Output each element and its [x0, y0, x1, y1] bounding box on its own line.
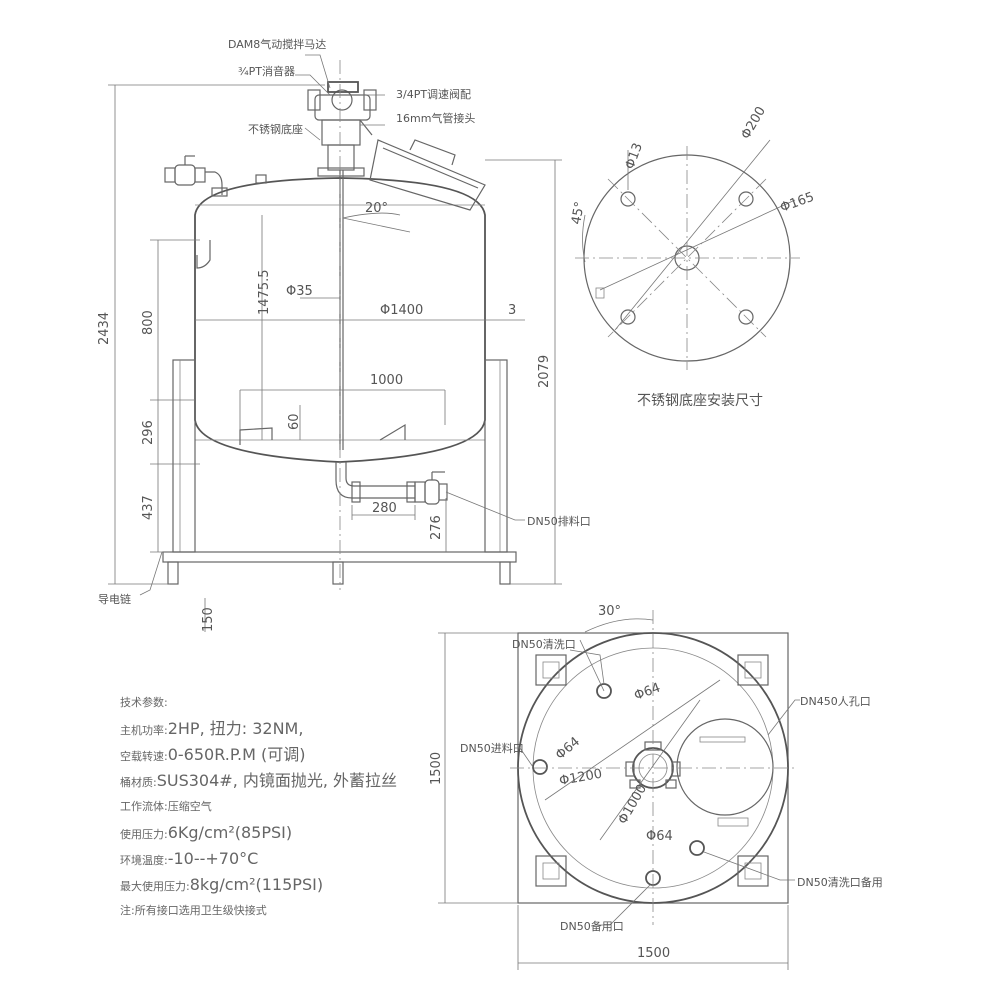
top-width: 1500 [637, 946, 670, 961]
front-dimensions [108, 84, 562, 632]
label-motor: DAM8气动搅拌马达 [228, 37, 326, 51]
top-port-dim-3: Φ64 [646, 829, 673, 844]
top-height: 1500 [429, 752, 444, 785]
front-view: DAM8气动搅拌马达 ¾PT消音器 3/4PT调速阀配 16mm气管接头 不锈钢… [97, 37, 591, 632]
base-view: 不锈钢底座安装尺寸 Φ13 Φ200 Φ165 45° [569, 104, 816, 409]
base-angle-dim: 45° [569, 200, 588, 225]
dim-pipe-h: 276 [429, 515, 444, 540]
spec-row: 使用压力:6Kg/cm²(85PSI) [120, 823, 293, 842]
base-hole-2 [738, 191, 754, 207]
port-clean-spare [689, 840, 705, 856]
dim-total-height: 2434 [97, 312, 112, 345]
dim-800: 800 [141, 310, 156, 335]
dim-437: 437 [141, 495, 156, 520]
dim-wall: 3 [508, 303, 516, 318]
top-view: DN50清洗口 DN450人孔口 DN50进料口 DN50清洗口备用 DN50备… [429, 604, 883, 970]
impeller-left [239, 427, 273, 445]
tank-legs [162, 359, 517, 585]
corner-pads [535, 654, 769, 887]
label-manhole: DN450人孔口 [800, 695, 871, 708]
tech-specs: 技术参数: 主机功率:2HP, 扭力: 32NM, 空载转速:0-650R.P.… [120, 690, 420, 924]
base-hole-1 [620, 191, 636, 207]
dim-60: 60 [287, 413, 302, 430]
top-angle: 30° [598, 604, 621, 619]
base-hole-dim: Φ13 [623, 141, 646, 171]
top-manhole [676, 718, 774, 816]
spec-row: 注:所有接口选用卫生级快接式 [120, 904, 267, 917]
spec-row: 主机功率:2HP, 扭力: 32NM, [120, 719, 304, 738]
front-leaders [139, 54, 525, 596]
label-muffler: ¾PT消音器 [238, 64, 295, 78]
dim-tank-dia: Φ1400 [380, 303, 423, 318]
top-port-dim-2: Φ64 [553, 734, 583, 763]
dim-blade: 1000 [370, 373, 403, 388]
spec-row: 最大使用压力:8kg/cm²(115PSI) [120, 875, 324, 894]
label-ground: 导电链 [98, 592, 131, 606]
impeller-right [379, 423, 406, 441]
top-leaders [515, 649, 800, 926]
base-title: 不锈钢底座安装尺寸 [637, 393, 763, 409]
label-spare: DN50备用口 [560, 919, 624, 933]
dim-296: 296 [141, 420, 156, 445]
manhole [369, 139, 486, 211]
base-hole-4 [738, 309, 754, 325]
label-inlet: DN50进料口 [460, 741, 524, 755]
air-motor [307, 81, 377, 177]
label-base: 不锈钢底座 [248, 122, 303, 136]
label-clean-spare: DN50清洗口备用 [797, 875, 883, 889]
label-hose: 16mm气管接头 [396, 111, 475, 125]
dim-shaft-dia: Φ35 [286, 284, 313, 299]
label-valve: 3/4PT调速阀配 [396, 87, 471, 101]
base-hole-3 [620, 309, 636, 325]
top-dia-1000: Φ1000 [615, 782, 650, 827]
spec-row: 空载转速:0-650R.P.M (可调) [120, 745, 306, 764]
dim-pipe-len: 280 [372, 501, 397, 516]
spec-title: 技术参数: [120, 696, 168, 709]
spec-row: 环境温度:-10--+70°C [120, 849, 259, 868]
spec-row: 工作流体:压缩空气 [120, 800, 212, 813]
base-pcd-dim: Φ165 [778, 190, 816, 216]
drain-pipe [335, 462, 448, 505]
port-inlet [532, 759, 548, 775]
top-dimensions [438, 618, 789, 970]
dim-150: 150 [201, 607, 216, 632]
dim-angle: 20° [365, 201, 388, 216]
top-port-dim-1: Φ64 [632, 681, 662, 704]
base-outer-dim: Φ200 [738, 104, 769, 142]
dim-body-height: 2079 [537, 355, 552, 388]
top-valve [164, 155, 228, 269]
dim-upper: 1475.5 [257, 270, 272, 316]
spec-row: 桶材质:SUS304#, 内镜面抛光, 外蓄拉丝 [120, 771, 398, 790]
top-dia-1200: Φ1200 [558, 767, 603, 789]
label-drain: DN50排料口 [527, 514, 591, 528]
label-clean: DN50清洗口 [512, 638, 576, 651]
